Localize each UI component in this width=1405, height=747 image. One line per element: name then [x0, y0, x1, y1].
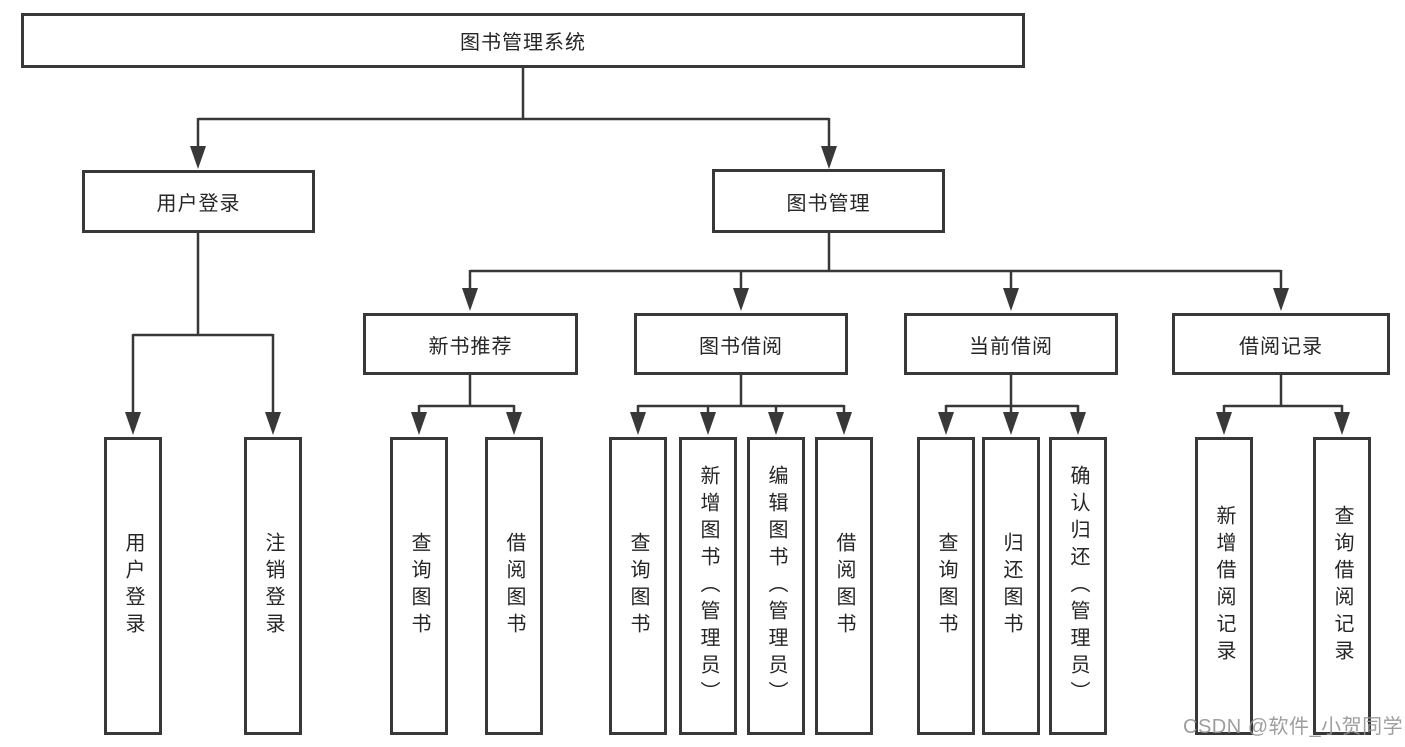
leaf-label: 新增图书（管理员） — [697, 464, 719, 708]
arrowhead — [938, 412, 954, 435]
leaf-label: 归还图书 — [1000, 532, 1022, 640]
arrowhead — [700, 412, 716, 435]
arrowhead — [1216, 412, 1232, 435]
leaf-label: 确认归还（管理员） — [1067, 464, 1089, 708]
arrowhead — [733, 288, 749, 311]
leaf-user-login: 用户登录 — [104, 437, 162, 735]
node-root-system: 图书管理系统 — [21, 13, 1025, 68]
arrowhead — [630, 412, 646, 435]
node-book-management: 图书管理 — [712, 169, 945, 233]
arrowhead — [462, 288, 478, 311]
leaf-borrow-books-2: 借阅图书 — [815, 437, 873, 735]
arrowhead — [768, 412, 784, 435]
arrowhead — [125, 412, 141, 435]
arrowhead — [1003, 412, 1019, 435]
node-current-borrowing: 当前借阅 — [904, 313, 1118, 375]
leaf-label: 注销登录 — [262, 532, 284, 640]
leaf-label: 编辑图书（管理员） — [765, 464, 787, 708]
arrowhead — [411, 412, 427, 435]
leaf-label: 借阅图书 — [833, 532, 855, 640]
leaf-query-books-3: 查询图书 — [917, 437, 975, 735]
leaf-label: 查询借阅记录 — [1331, 505, 1353, 667]
arrowhead — [1334, 412, 1350, 435]
arrowhead — [1273, 288, 1289, 311]
leaf-label: 用户登录 — [122, 532, 144, 640]
node-book-borrowing: 图书借阅 — [634, 313, 848, 375]
leaf-label: 查询图书 — [408, 532, 430, 640]
leaf-label: 借阅图书 — [503, 532, 525, 640]
arrowhead — [1003, 288, 1019, 311]
leaf-query-borrow-record: 查询借阅记录 — [1313, 437, 1371, 735]
csdn-watermark: CSDN @软件_小贺同学 — [1183, 716, 1404, 738]
leaf-query-books-2: 查询图书 — [609, 437, 667, 735]
leaf-label: 查询图书 — [627, 532, 649, 640]
arrowhead — [821, 146, 837, 169]
leaf-confirm-return-admin: 确认归还（管理员） — [1049, 437, 1107, 735]
arrowhead — [506, 412, 522, 435]
leaf-logout: 注销登录 — [244, 437, 302, 735]
arrowhead — [1070, 412, 1086, 435]
leaf-label: 查询图书 — [935, 532, 957, 640]
leaf-borrow-books-1: 借阅图书 — [485, 437, 543, 735]
arrowhead — [836, 412, 852, 435]
leaf-add-borrow-record: 新增借阅记录 — [1195, 437, 1253, 735]
leaf-edit-books-admin: 编辑图书（管理员） — [747, 437, 805, 735]
arrowhead — [190, 146, 206, 169]
node-new-book-recommend: 新书推荐 — [363, 313, 578, 375]
arrowhead — [265, 412, 281, 435]
leaf-query-books-1: 查询图书 — [390, 437, 448, 735]
node-user-login: 用户登录 — [82, 170, 315, 233]
node-borrow-records: 借阅记录 — [1172, 313, 1390, 375]
leaf-label: 新增借阅记录 — [1213, 505, 1235, 667]
leaf-return-books: 归还图书 — [982, 437, 1040, 735]
leaf-add-books-admin: 新增图书（管理员） — [679, 437, 737, 735]
